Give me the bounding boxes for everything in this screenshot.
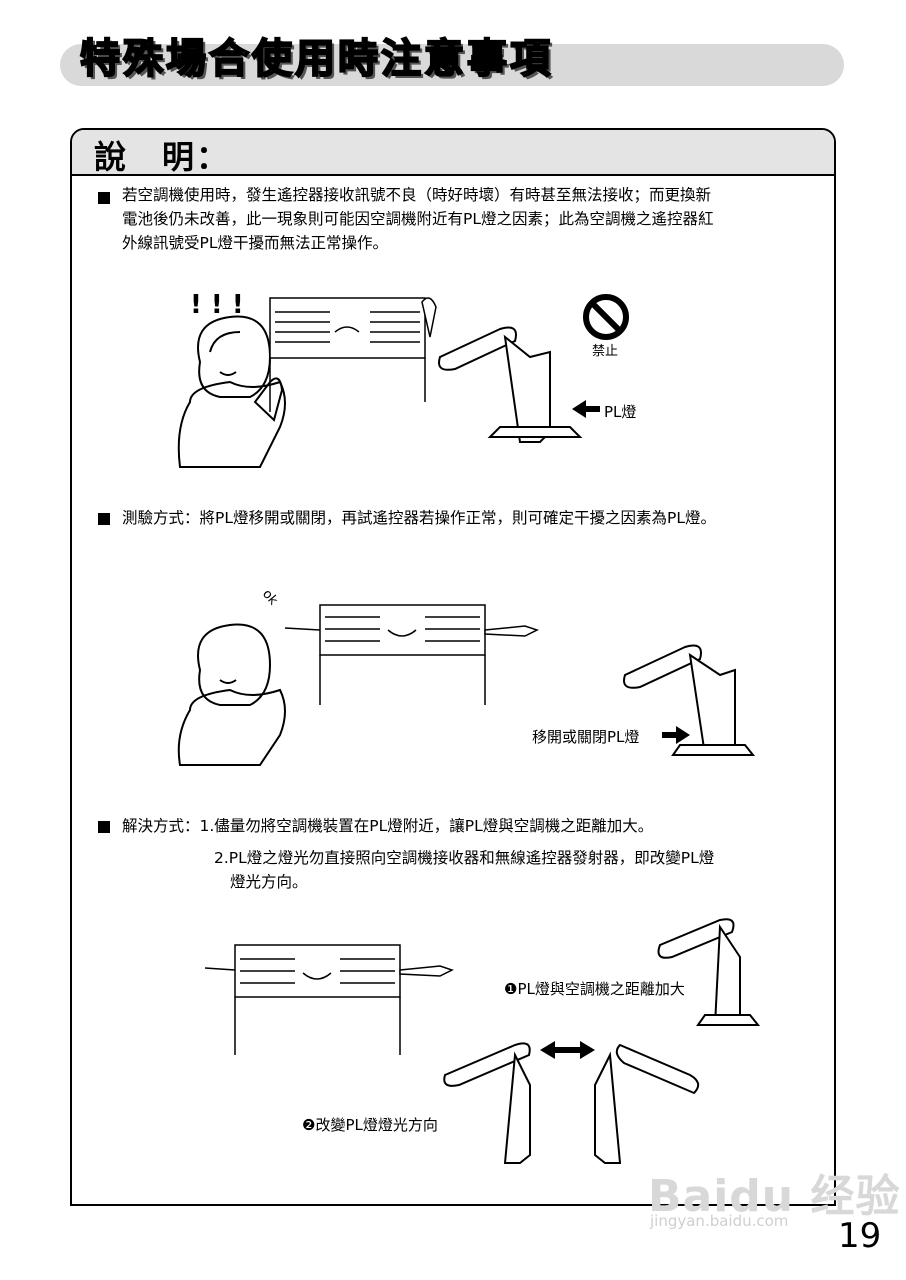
panel-header: 說 明：	[72, 130, 834, 176]
bullet-3	[98, 821, 110, 833]
pl-lamp-3a	[657, 918, 761, 1026]
explanation-panel: 說 明：	[70, 128, 836, 1206]
page-title: 特殊場合使用時注意事項	[79, 35, 553, 83]
forbidden-icon	[583, 294, 629, 340]
para3-line3: 燈光方向。	[230, 873, 308, 891]
page-number: 19	[838, 1216, 882, 1256]
move-lamp-label: 移開或關閉PL燈	[532, 728, 640, 746]
exclaim-marks: ! ! !	[190, 290, 244, 320]
para1-line1: 若空調機使用時，發生遙控器接收訊號不良（時好時壞）有時甚至無法接收；而更換新	[122, 186, 712, 204]
figure-test	[177, 604, 756, 766]
para1-line3: 外線訊號受PL燈干擾而無法正常操作。	[122, 234, 388, 252]
paragraph-2: 測驗方式：將PL燈移開或關閉，再試遙控器若操作正常，則可確定干擾之因素為PL燈。	[122, 509, 716, 527]
figure-interference	[177, 294, 629, 468]
aircon-unit-3	[204, 944, 454, 1055]
pl-lamp-3c	[594, 1043, 700, 1164]
pl-lamp-label: PL燈	[604, 403, 637, 421]
distance-label: ❶PL燈與空調機之距離加大	[504, 980, 685, 998]
paragraph-1: 若空調機使用時，發生遙控器接收訊號不良（時好時壞）有時甚至無法接收；而更換新 電…	[122, 183, 822, 255]
header-bar	[60, 44, 844, 86]
arrow-left-icon-1	[572, 400, 600, 418]
baidu-watermark: Baidu 经验	[648, 1171, 901, 1222]
aircon-unit-2	[284, 604, 539, 705]
para3-line2: 2.PL燈之燈光勿直接照向空調機接收器和無線遙控器發射器，即改變PL燈	[214, 849, 715, 867]
para1-line2: 電池後仍未改善，此一現象則可能因空調機附近有PL燈之因素；此為空調機之遙控器紅	[122, 210, 714, 228]
arrow-right-icon-2	[662, 726, 690, 744]
para3-line1: 解決方式：1.儘量勿將空調機裝置在PL燈附近，讓PL燈與空調機之距離加大。	[122, 817, 654, 835]
pl-lamp-1	[438, 326, 583, 443]
bullet-2	[98, 513, 110, 525]
pl-lamp-3b	[443, 1042, 531, 1164]
bullet-1	[98, 192, 110, 204]
aircon-unit-1	[269, 297, 437, 412]
paragraph-3: 解決方式：1.儘量勿將空調機裝置在PL燈附近，讓PL燈與空調機之距離加大。 2.…	[122, 814, 822, 894]
woman-illustration-1	[177, 315, 286, 468]
section-title: 說 明：	[94, 138, 231, 176]
woman-illustration-2	[177, 623, 286, 766]
direction-label: ❷改變PL燈燈光方向	[302, 1116, 438, 1134]
forbid-label: 禁止	[592, 344, 619, 359]
pl-lamp-2	[623, 644, 756, 756]
watermark-url: jingyan.baidu.com	[650, 1212, 789, 1230]
figure-solution	[204, 918, 761, 1164]
double-arrow-icon	[540, 1041, 595, 1059]
